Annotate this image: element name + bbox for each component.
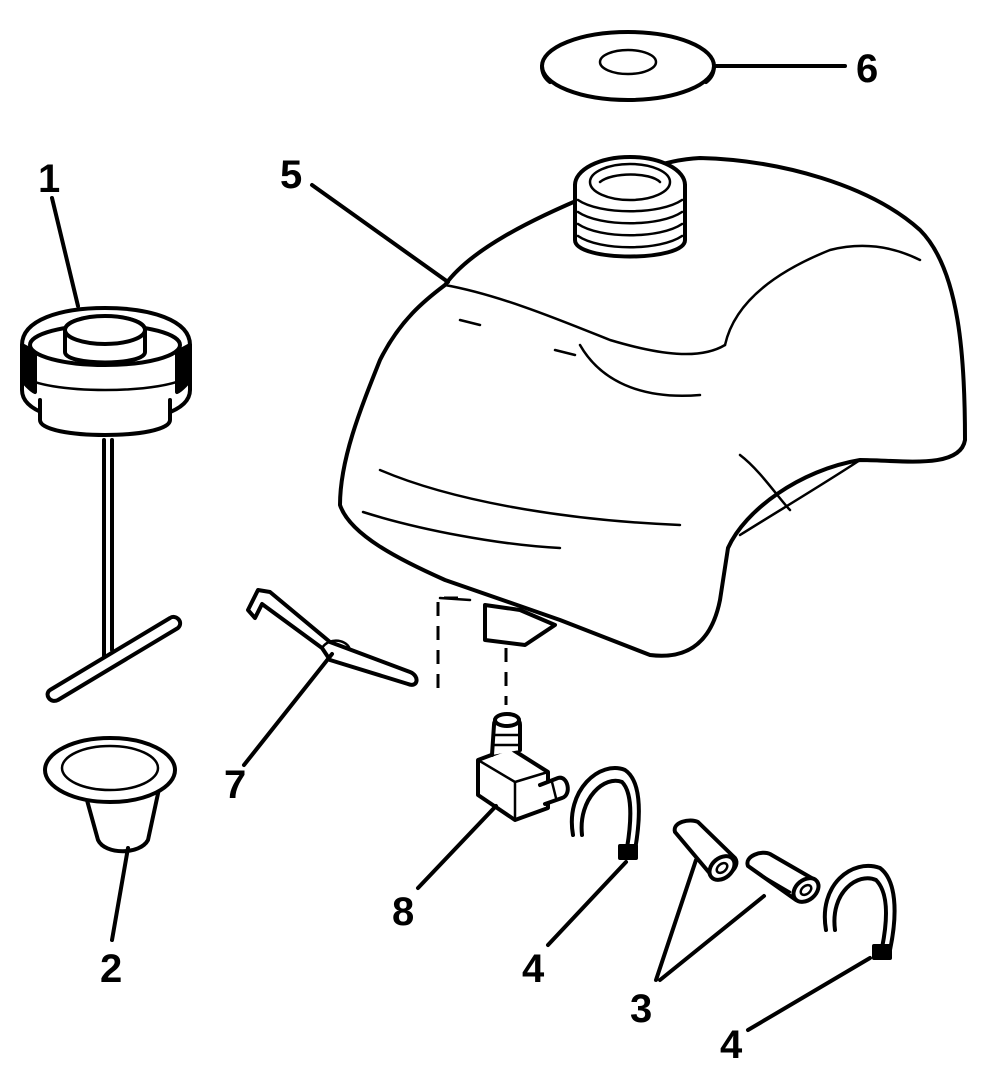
callout-7: 7 (224, 763, 246, 807)
callout-2: 2 (100, 947, 122, 991)
part-4-hose-clamp-lower (822, 864, 897, 960)
callout-5: 5 (280, 153, 302, 197)
callout-6: 6 (856, 47, 878, 91)
part-7-bracket (246, 588, 419, 687)
part-6-gasket (540, 30, 716, 102)
part-3-hose-right (745, 850, 821, 904)
part-5-fuel-tank (338, 155, 967, 658)
part-8-elbow-fitting (476, 712, 570, 822)
callout-labels: 1 2 3 4 4 5 6 7 8 (38, 47, 878, 1065)
leader-lines (50, 64, 872, 1032)
callout-1: 1 (38, 157, 60, 201)
part-2-cup (43, 736, 177, 854)
part-1-filler-cap (20, 306, 192, 703)
callout-4-upper: 4 (522, 947, 545, 991)
assembly-lines (436, 596, 508, 705)
callout-8: 8 (392, 890, 414, 934)
callout-3: 3 (630, 987, 652, 1031)
part-3-hose-left (672, 818, 739, 882)
callout-4-lower: 4 (720, 1023, 743, 1065)
part-4-hose-clamp-upper (569, 766, 641, 860)
